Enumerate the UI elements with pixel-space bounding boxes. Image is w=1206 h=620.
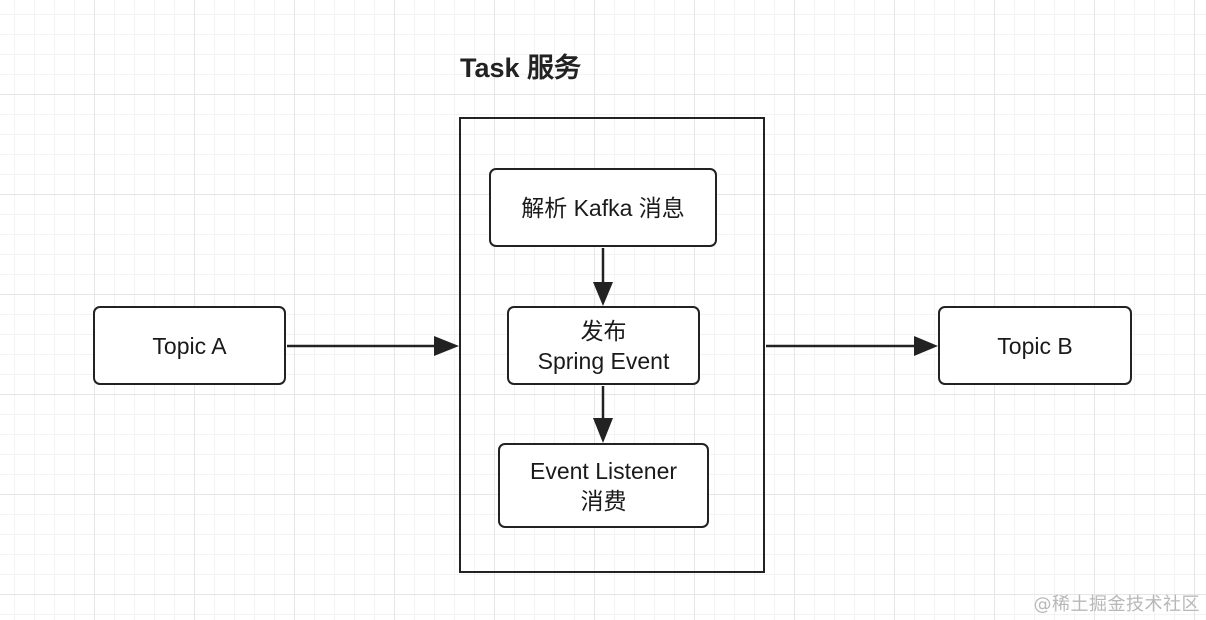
node-topic-a-label: Topic A — [152, 332, 227, 359]
node-parse-label: 解析 Kafka 消息 — [521, 194, 685, 221]
diagram-title: Task 服务 — [460, 53, 582, 83]
edge-task-to-topic-b[interactable] — [766, 336, 938, 356]
node-topic-b[interactable]: Topic B — [938, 306, 1132, 385]
node-publish-label-line1: 发布 — [580, 317, 627, 344]
node-parse-kafka-message[interactable]: 解析 Kafka 消息 — [489, 168, 717, 247]
node-topic-a[interactable]: Topic A — [93, 306, 286, 385]
node-consume-label-line1: Event Listener — [529, 457, 678, 484]
watermark: @稀土掘金技术社区 — [1033, 594, 1200, 615]
node-event-listener-consume[interactable]: Event Listener 消费 — [498, 443, 709, 528]
edge-topic-a-to-task[interactable] — [287, 336, 459, 356]
node-publish-label-line2: Spring Event — [537, 347, 670, 374]
task-service-container[interactable] — [459, 117, 765, 573]
node-topic-b-label: Topic B — [997, 332, 1073, 359]
node-consume-label-line2: 消费 — [580, 487, 627, 514]
node-publish-spring-event[interactable]: 发布 Spring Event — [507, 306, 700, 385]
